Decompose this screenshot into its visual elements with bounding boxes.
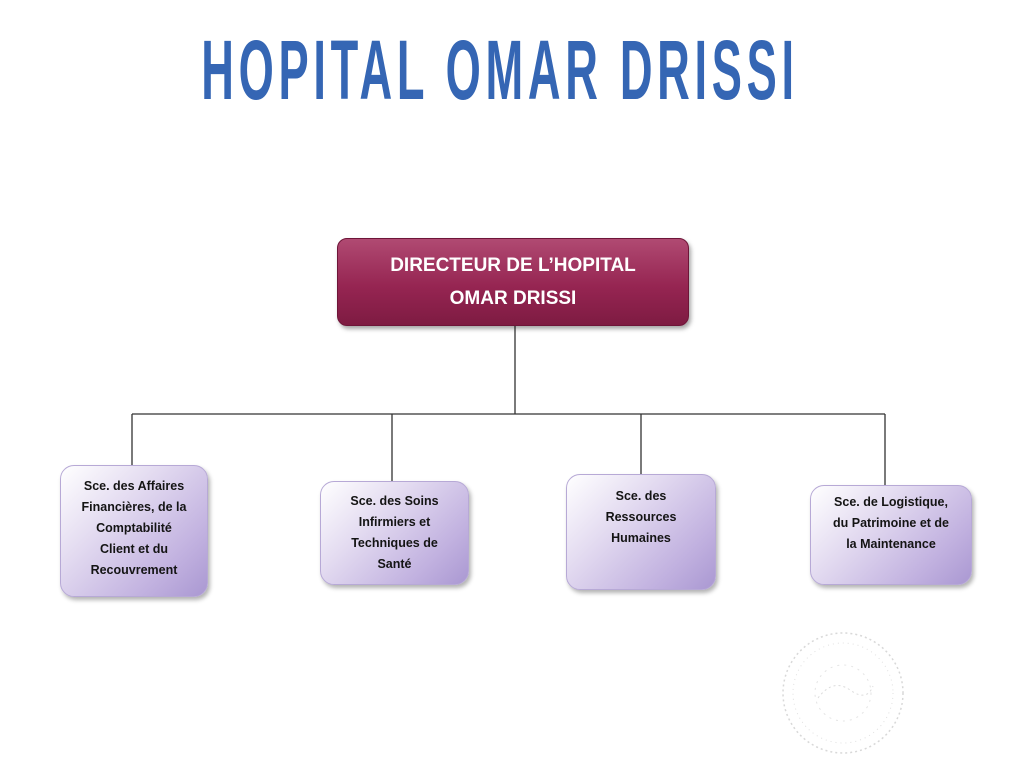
service-box-ressources-humaines: Sce. des Ressources Humaines	[566, 474, 716, 590]
service-label-soins-infirmiers: Sce. des Soins Infirmiers et Techniques …	[350, 494, 439, 571]
service-label-logistique: Sce. de Logistique, du Patrimoine et de …	[833, 495, 949, 551]
official-stamp-icon	[782, 632, 904, 754]
service-box-affaires-financieres: Sce. des Affaires Financières, de la Com…	[60, 465, 208, 597]
service-box-logistique: Sce. de Logistique, du Patrimoine et de …	[810, 485, 972, 585]
page-title-text: HOPITAL OMAR DRISSI	[201, 23, 799, 118]
director-box: DIRECTEUR DE L’HOPITAL OMAR DRISSI	[337, 238, 689, 326]
service-box-soins-infirmiers: Sce. des Soins Infirmiers et Techniques …	[320, 481, 469, 585]
service-label-ressources-humaines: Sce. des Ressources Humaines	[605, 489, 677, 545]
service-label-affaires-financieres: Sce. des Affaires Financières, de la Com…	[81, 479, 187, 577]
page-title: HOPITAL OMAR DRISSI	[0, 22, 1000, 117]
director-label: DIRECTEUR DE L’HOPITAL OMAR DRISSI	[390, 255, 636, 309]
